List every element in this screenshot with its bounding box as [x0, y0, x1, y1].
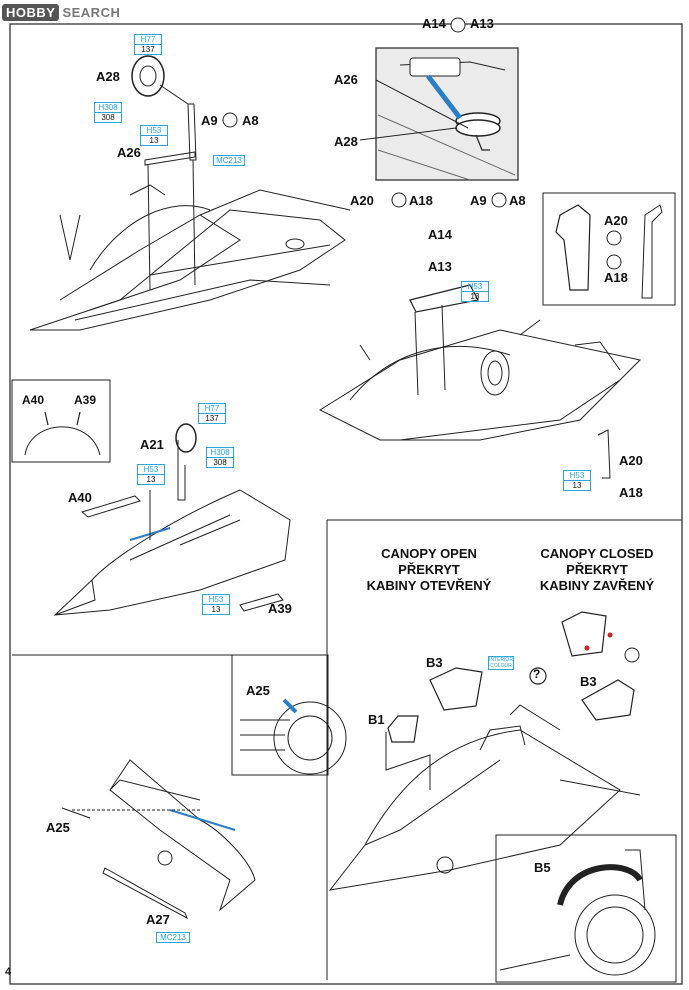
a40-a39-inset-frame	[11, 379, 111, 463]
hobby-search-watermark: HOBBY SEARCH	[2, 2, 120, 22]
watermark-search: SEARCH	[62, 4, 121, 20]
b5-inset-frame	[495, 834, 677, 983]
part-label-a8-inset: A8	[509, 193, 526, 208]
part-label-b3-open: B3	[426, 655, 443, 670]
paint-code-h77-a: H77 137	[134, 34, 162, 55]
part-label-a9-inset: A9	[470, 193, 487, 208]
part-label-b3-closed: B3	[580, 674, 597, 689]
part-label-a25-main: A25	[46, 820, 70, 835]
part-label-a39: A39	[74, 393, 97, 407]
paint-code-h308-b: H308 308	[206, 447, 234, 468]
parts-inset-frame	[542, 192, 676, 306]
part-label-a8-main: A8	[242, 113, 259, 128]
part-label-a14-top: A14	[422, 16, 446, 31]
paint-code-mc213-a: MC213	[213, 155, 245, 166]
paint-code-h53-b: H53 13	[137, 464, 165, 485]
part-label-b1: B1	[368, 712, 385, 727]
part-label-a13-top: A13	[470, 16, 494, 31]
part-label-a18-right: A18	[619, 485, 643, 500]
part-label-a40-main: A40	[68, 490, 92, 505]
part-label-a27: A27	[146, 912, 170, 927]
part-label-a20-inset: A20	[350, 193, 374, 208]
paint-code-h53-right: H53 13	[563, 470, 591, 491]
part-label-a28-inset: A28	[334, 134, 358, 149]
part-label-a9-main: A9	[201, 113, 218, 128]
paint-code-h308-a: H308 308	[94, 102, 122, 123]
paint-code-h53-top-right: H53 13	[461, 281, 489, 302]
part-label-a18-side: A18	[604, 270, 628, 285]
paint-code-h53-a: H53 13	[140, 125, 168, 146]
part-label-a13: A13	[428, 259, 452, 274]
watermark-brand: HOBBY	[2, 3, 60, 21]
paint-code-h53-c: H53 13	[202, 594, 230, 615]
paint-code-h77-b: H77 137	[198, 403, 226, 424]
part-label-a14: A14	[428, 227, 452, 242]
paint-code-mc213-b: MC213	[156, 932, 190, 943]
canopy-open-heading: CANOPY OPEN PŘEKRYT KABINY OTEVŘENÝ	[366, 546, 492, 593]
canopy-closed-heading: CANOPY CLOSED PŘEKRYT KABINY ZAVŘENÝ	[539, 546, 655, 593]
part-label-a40: A40	[22, 393, 45, 407]
part-label-a39-main: A39	[268, 601, 292, 616]
part-label-a26-main: A26	[117, 145, 141, 160]
part-label-a20-side: A20	[604, 213, 628, 228]
part-label-a20-right: A20	[619, 453, 643, 468]
part-label-a25-inset: A25	[246, 683, 270, 698]
part-label-b5: B5	[534, 860, 551, 875]
part-label-a28-main: A28	[96, 69, 120, 84]
part-label-a26-inset: A26	[334, 72, 358, 87]
page-number: 4	[5, 966, 12, 978]
interior-colour-note: INTERIOR COLOUR	[488, 656, 514, 670]
part-label-a21: A21	[140, 437, 164, 452]
question-mark-icon: ?	[533, 667, 541, 681]
part-label-a18-inset: A18	[409, 193, 433, 208]
